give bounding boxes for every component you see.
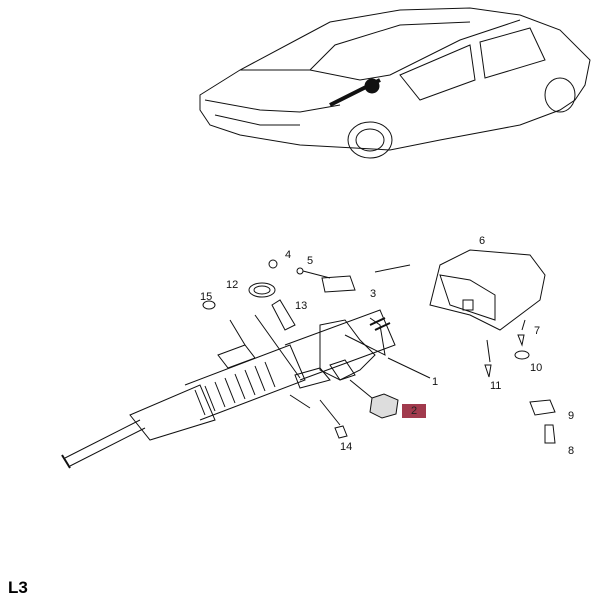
part-label-6[interactable]: 6 (479, 235, 486, 247)
part-label-10[interactable]: 10 (530, 362, 543, 374)
part-label-9[interactable]: 9 (568, 410, 575, 422)
part-label-7[interactable]: 7 (534, 325, 541, 337)
small-parts (202, 249, 556, 444)
part-label-14[interactable]: 14 (340, 441, 353, 453)
part-label-2-highlighted[interactable]: 2 (402, 404, 426, 418)
part-label-12[interactable]: 12 (226, 279, 239, 291)
steering-column-assembly (61, 309, 431, 469)
part-label-13[interactable]: 13 (295, 300, 308, 312)
section-label: L3 (8, 578, 28, 597)
part-label-15[interactable]: 15 (200, 291, 213, 303)
car-illustration (199, 7, 591, 159)
part-label-4[interactable]: 4 (285, 249, 292, 261)
part-label-5[interactable]: 5 (307, 255, 314, 267)
part-label-3[interactable]: 3 (370, 288, 377, 300)
part-label-11[interactable]: 11 (490, 380, 502, 392)
part-label-8[interactable]: 8 (568, 445, 575, 457)
part-label-1[interactable]: 1 (432, 376, 439, 388)
